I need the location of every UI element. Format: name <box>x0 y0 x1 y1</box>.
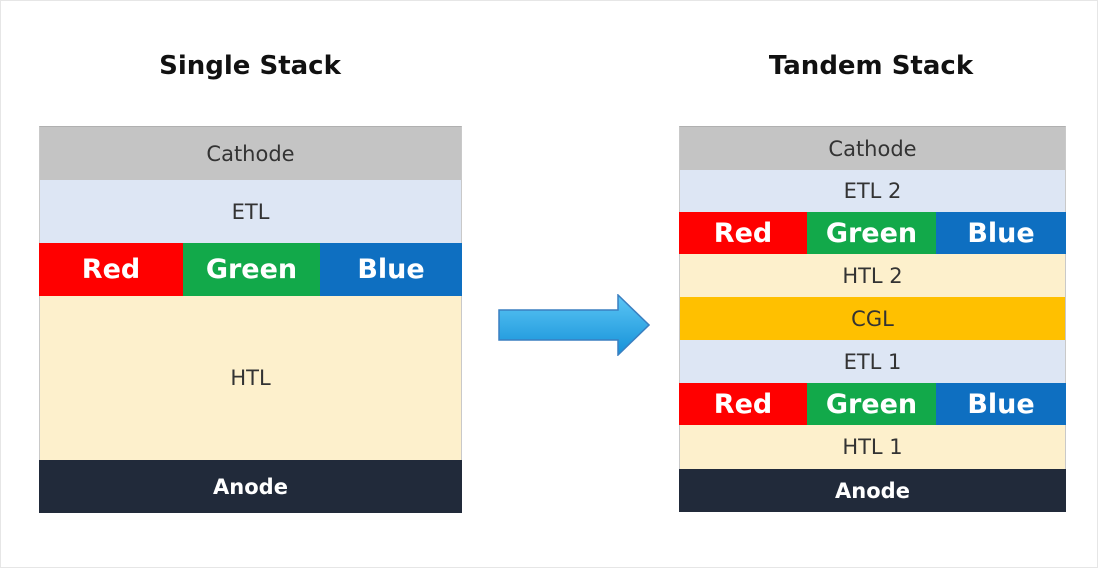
tandem-top-red-emitter: Red <box>679 212 807 254</box>
tandem-bottom-blue-emitter: Blue <box>936 383 1066 425</box>
single-blue-emitter: Blue <box>320 243 462 296</box>
tandem-anode-layer: Anode <box>679 469 1066 512</box>
tandem-top-blue-emitter: Blue <box>936 212 1066 254</box>
single-anode-layer: Anode <box>39 460 462 513</box>
single-stack-diagram: Cathode ETL Red Green Blue HTL Anode <box>39 126 462 513</box>
tandem-htl2-layer: HTL 2 <box>679 254 1066 297</box>
single-green-emitter: Green <box>183 243 320 296</box>
tandem-bottom-emitter-layer: Red Green Blue <box>679 383 1066 425</box>
single-red-emitter: Red <box>39 243 183 296</box>
tandem-top-emitter-layer: Red Green Blue <box>679 212 1066 254</box>
single-htl-layer: HTL <box>39 296 462 460</box>
tandem-bottom-red-emitter: Red <box>679 383 807 425</box>
tandem-top-green-emitter: Green <box>807 212 936 254</box>
single-etl-layer: ETL <box>39 180 462 243</box>
tandem-etl1-layer: ETL 1 <box>679 340 1066 383</box>
right-arrow-icon <box>498 294 650 356</box>
single-cathode-layer: Cathode <box>39 126 462 180</box>
tandem-cgl-layer: CGL <box>679 297 1066 340</box>
tandem-bottom-green-emitter: Green <box>807 383 936 425</box>
tandem-htl1-layer: HTL 1 <box>679 425 1066 469</box>
single-emitter-layer: Red Green Blue <box>39 243 462 296</box>
single-stack-title: Single Stack <box>159 51 341 81</box>
tandem-cathode-layer: Cathode <box>679 126 1066 170</box>
tandem-stack-diagram: Cathode ETL 2 Red Green Blue HTL 2 CGL E… <box>679 126 1066 512</box>
tandem-stack-title: Tandem Stack <box>768 51 974 81</box>
tandem-etl2-layer: ETL 2 <box>679 170 1066 212</box>
